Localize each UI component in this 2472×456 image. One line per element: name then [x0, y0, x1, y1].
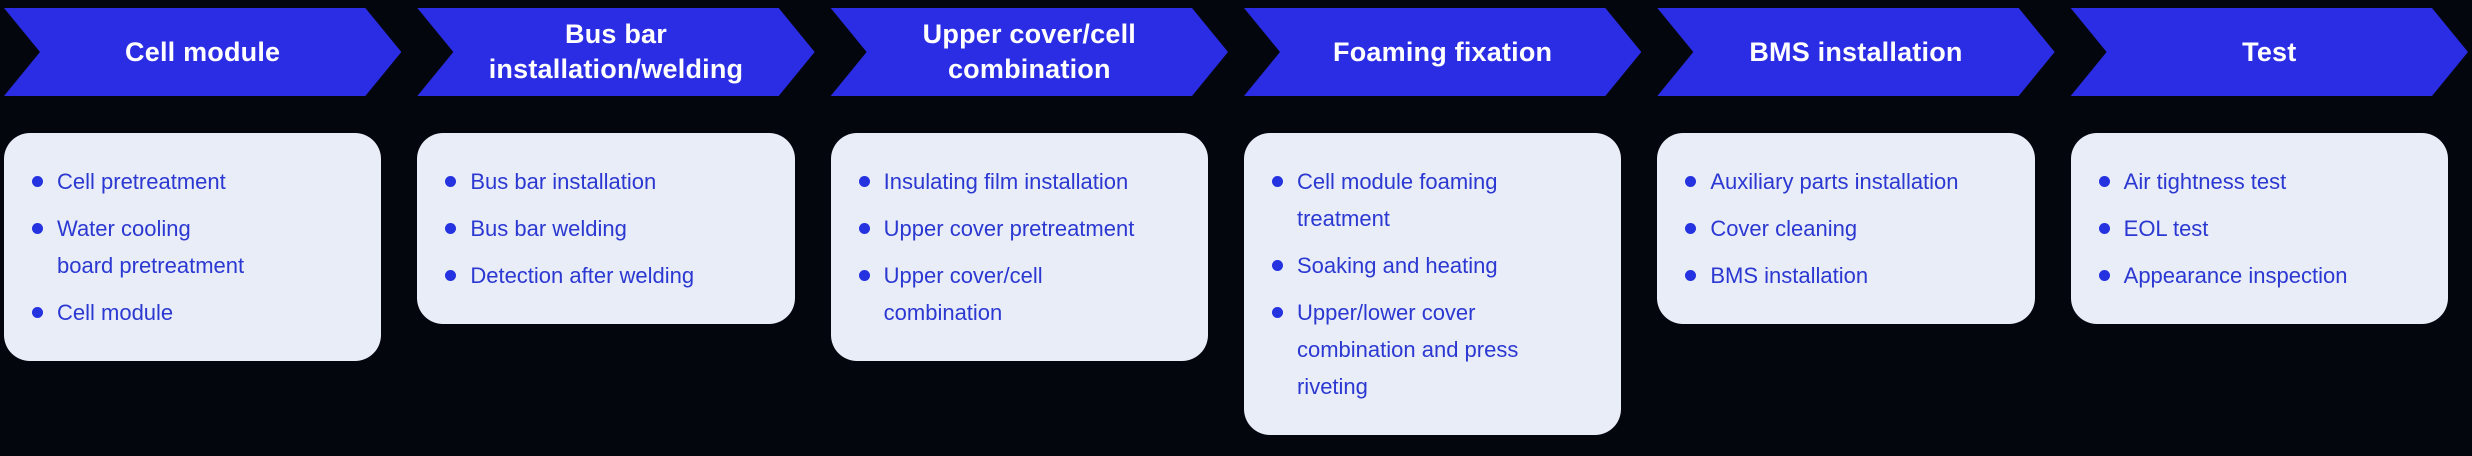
stage-arrow-banner: Test: [2071, 8, 2468, 96]
stage-items: Bus bar installation Bus bar welding Det…: [445, 163, 772, 294]
list-item: Detection after welding: [445, 257, 772, 294]
bullet-icon: [858, 270, 870, 281]
list-item-text: Cell pretreatment: [57, 169, 226, 194]
list-item: Upper/lower cover combination and press …: [1271, 294, 1599, 405]
bullet-icon: [32, 223, 43, 234]
stage-items: Air tightness test EOL test Appearance i…: [2098, 163, 2426, 294]
list-item-text: Air tightness test: [2123, 169, 2287, 194]
list-item: Air tightness test: [2098, 163, 2426, 200]
stage-column-bus-bar: Bus bar installation/welding Bus bar ins…: [417, 8, 814, 456]
stage-card: Cell module foaming treatment Soaking an…: [1243, 133, 1622, 435]
list-item: Upper cover pretreatment: [858, 210, 1186, 247]
stage-title: Test: [2242, 36, 2297, 67]
bullet-icon: [1685, 270, 1697, 281]
list-item-text: Water cooling board pretreatment: [57, 216, 245, 278]
stage-title: Foaming fixation: [1333, 36, 1553, 67]
bullet-icon: [32, 176, 43, 187]
stage-card: Air tightness test EOL test Appearance i…: [2070, 133, 2448, 324]
list-item: Cell pretreatment: [32, 163, 359, 200]
stage-column-upper-cover: Upper cover/cell combination Insulating …: [830, 8, 1228, 456]
list-item: BMS installation: [1685, 257, 2012, 294]
bullet-icon: [2098, 270, 2110, 281]
list-item-text: Cell module: [57, 300, 174, 325]
bullet-icon: [445, 223, 457, 234]
bullet-icon: [1271, 260, 1283, 271]
stage-arrow-banner: Cell module: [4, 8, 401, 96]
stage-arrow-banner: Bus bar installation/welding: [417, 8, 814, 96]
list-item-text: Detection after welding: [470, 263, 695, 288]
list-item-text: Auxiliary parts installation: [1710, 169, 1959, 194]
list-item: EOL test: [2098, 210, 2426, 247]
list-item: Bus bar installation: [445, 163, 772, 200]
stage-items: Cell module foaming treatment Soaking an…: [1271, 163, 1599, 405]
list-item: Water cooling board pretreatment: [32, 210, 359, 284]
list-item-text: Bus bar welding: [470, 216, 627, 241]
list-item-text: Cell module foaming treatment: [1296, 169, 1498, 231]
bullet-icon: [445, 176, 457, 187]
stage-column-bms-installation: BMS installation Auxiliary parts install…: [1657, 8, 2054, 456]
bullet-icon: [2098, 176, 2110, 187]
bullet-icon: [858, 176, 870, 187]
stage-card: Bus bar installation Bus bar welding Det…: [417, 133, 795, 324]
stage-items: Auxiliary parts installation Cover clean…: [1685, 163, 2012, 294]
stage-arrow-banner: Upper cover/cell combination: [831, 8, 1228, 96]
stage-column-test: Test Air tightness test EOL test Appeara…: [2070, 8, 2468, 456]
bullet-icon: [858, 223, 870, 234]
bullet-icon: [1685, 223, 1697, 234]
list-item-text: Upper/lower cover combination and press …: [1296, 300, 1519, 399]
stage-card: Insulating film installation Upper cover…: [830, 133, 1208, 361]
list-item: Auxiliary parts installation: [1685, 163, 2012, 200]
list-item-text: EOL test: [2123, 216, 2209, 241]
bullet-icon: [2098, 223, 2110, 234]
bullet-icon: [1685, 176, 1697, 187]
list-item: Cell module: [32, 294, 359, 331]
bullet-icon: [32, 307, 43, 318]
list-item-text: Insulating film installation: [883, 169, 1129, 194]
list-item: Cell module foaming treatment: [1271, 163, 1599, 237]
bullet-icon: [1271, 307, 1283, 318]
stage-title: Upper cover/cell combination: [922, 19, 1136, 84]
list-item: Bus bar welding: [445, 210, 772, 247]
stage-title: BMS installation: [1749, 36, 1963, 67]
stage-title: Bus bar installation/welding: [488, 19, 744, 84]
list-item-text: Upper cover pretreatment: [883, 216, 1135, 241]
bullet-icon: [445, 270, 457, 281]
list-item: Appearance inspection: [2098, 257, 2426, 294]
list-item-text: Upper cover/cell combination: [883, 263, 1043, 325]
stage-arrow-banner: Foaming fixation: [1244, 8, 1641, 96]
list-item: Soaking and heating: [1271, 247, 1599, 284]
list-item: Upper cover/cell combination: [858, 257, 1186, 331]
stage-items: Insulating film installation Upper cover…: [858, 163, 1186, 331]
list-item: Insulating film installation: [858, 163, 1186, 200]
stage-arrow-banner: BMS installation: [1657, 8, 2054, 96]
list-item-text: Soaking and heating: [1296, 253, 1498, 278]
list-item-text: Bus bar installation: [470, 169, 657, 194]
stage-items: Cell pretreatment Water cooling board pr…: [32, 163, 359, 331]
stage-title: Cell module: [125, 36, 281, 67]
bullet-icon: [1271, 176, 1283, 187]
stage-column-cell-module: Cell module Cell pretreatment Water cool…: [4, 8, 401, 456]
stage-card: Auxiliary parts installation Cover clean…: [1657, 133, 2035, 324]
list-item-text: BMS installation: [1710, 263, 1869, 288]
stage-column-foaming-fixation: Foaming fixation Cell module foaming tre…: [1243, 8, 1641, 456]
list-item: Cover cleaning: [1685, 210, 2012, 247]
stage-card: Cell pretreatment Water cooling board pr…: [4, 133, 382, 361]
list-item-text: Appearance inspection: [2123, 263, 2348, 288]
list-item-text: Cover cleaning: [1710, 216, 1858, 241]
